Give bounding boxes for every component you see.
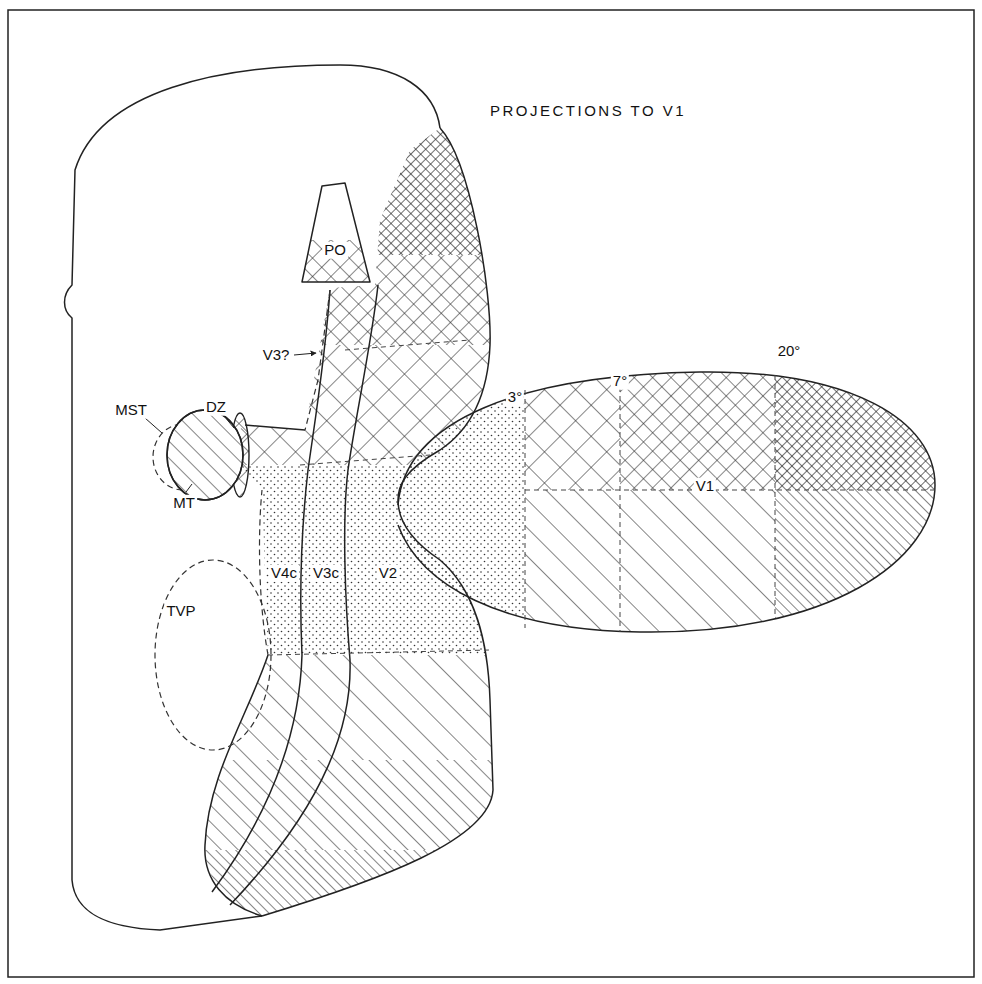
area-label: V1 [694, 478, 716, 495]
po-area [300, 183, 375, 285]
area-label: MT [171, 495, 197, 512]
area-borders [205, 128, 493, 916]
area-label: V3c [311, 565, 341, 582]
area-label: V3? [261, 347, 292, 364]
dashed-borders [155, 290, 330, 750]
eccentricity-label: 7° [611, 373, 629, 390]
frame [8, 10, 974, 977]
v1-outline [398, 372, 935, 632]
figure-title: PROJECTIONS TO V1 [490, 102, 686, 119]
area-label: PO [322, 242, 348, 259]
area-label: V4c [269, 565, 299, 582]
mt-complex [153, 410, 249, 500]
area-label: TVP [164, 603, 197, 620]
area-label: DZ [204, 399, 228, 416]
area-label: V2 [377, 565, 399, 582]
eccentricity-lines [525, 375, 935, 632]
area-label: MST [113, 402, 149, 419]
eccentricity-label: 20° [776, 343, 803, 360]
v1-v2-dashes [268, 340, 490, 655]
eccentricity-label: 3° [506, 389, 524, 406]
leader-lines [145, 353, 316, 492]
